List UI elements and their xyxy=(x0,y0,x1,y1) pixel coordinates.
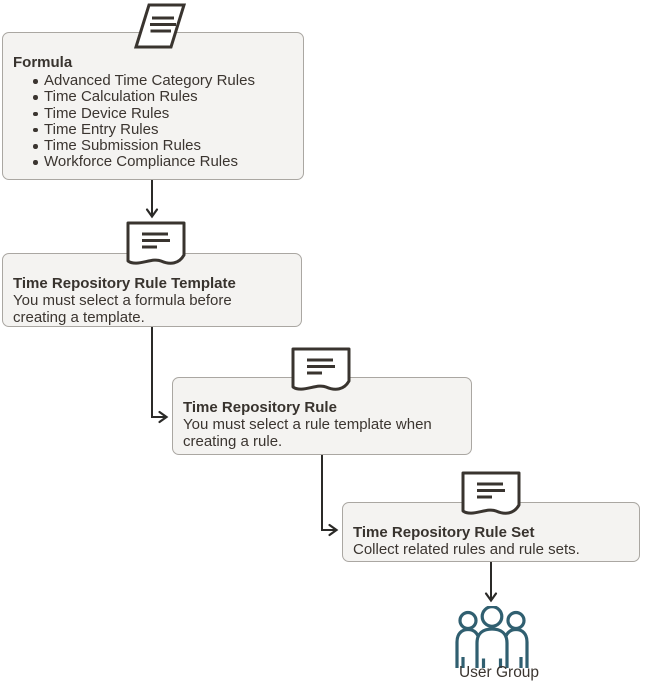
document-icon xyxy=(291,347,351,391)
node-rule-template-title: Time Repository Rule Template xyxy=(13,275,236,292)
bullet-item: Time Calculation Rules xyxy=(33,88,293,105)
arrow-template-to-rule xyxy=(151,327,169,424)
bullet-item: Time Device Rules xyxy=(33,105,293,122)
document-icon xyxy=(126,221,186,265)
node-rule-description: You must select a rule template when cre… xyxy=(183,416,432,450)
bullet-item: Time Submission Rules xyxy=(33,137,293,154)
node-rule-set: Time Repository Rule Set Collect related… xyxy=(342,502,640,562)
user-group-icon xyxy=(455,606,529,668)
node-rule-title: Time Repository Rule xyxy=(183,399,337,416)
formula-parallelogram-icon xyxy=(133,3,187,49)
node-rule-set-description: Collect related rules and rule sets. xyxy=(353,541,580,558)
node-formula-title: Formula xyxy=(13,54,73,71)
bullet-item: Workforce Compliance Rules xyxy=(33,154,293,170)
node-rule: Time Repository Rule You must select a r… xyxy=(172,377,472,455)
bullet-item: Advanced Time Category Rules xyxy=(33,72,293,89)
user-group-label: User Group xyxy=(458,664,540,681)
document-icon xyxy=(461,471,521,515)
node-rule-template-description: You must select a formula before creatin… xyxy=(13,292,232,326)
bullet-item: Time Entry Rules xyxy=(33,121,293,138)
node-rule-set-title: Time Repository Rule Set xyxy=(353,524,535,541)
arrow-rule-to-ruleset xyxy=(321,455,339,537)
